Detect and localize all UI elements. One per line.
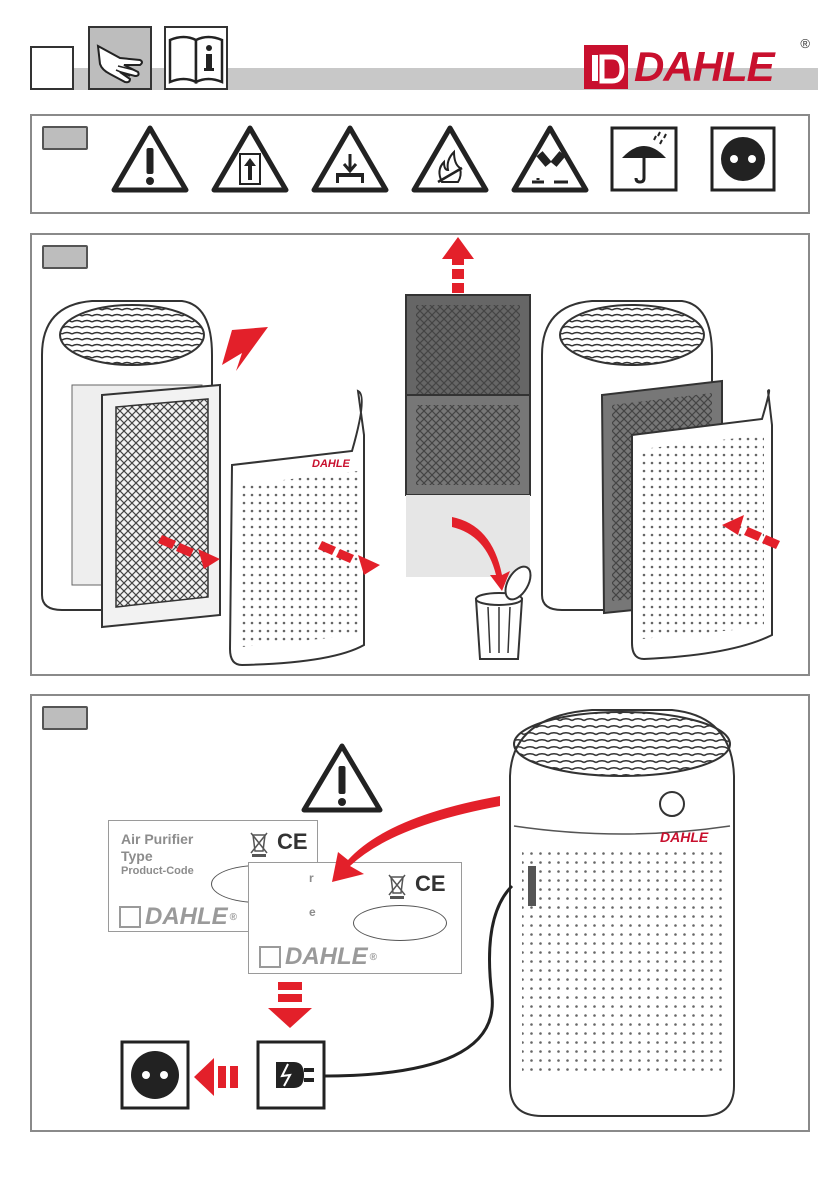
filter-replacement-illustration: DAHLE [32,235,808,674]
safety-icons-row [110,124,790,194]
plug-icon [258,1042,324,1108]
page-number-box [30,46,74,90]
registered-mark: ® [800,36,810,51]
hand-icon [90,28,150,88]
dahle-logo: DAHLE ® [584,42,804,92]
brand-name: DAHLE [634,43,774,91]
filter-stack [406,295,530,577]
power-connection-illustration: DAHLE [32,696,808,1130]
general-warning-icon [114,128,186,190]
cover-brand: DAHLE [312,458,351,470]
flammable-warning-icon [414,128,486,190]
front-cover: DAHLE [230,391,364,665]
hand-icon-box [88,26,152,90]
power-cable [322,886,512,1076]
next-step-arrow-icon [268,982,312,1028]
this-way-up-icon [214,128,286,190]
lift-filter-arrow-icon [442,237,474,293]
step-tab [42,126,88,150]
keep-dry-icon [612,128,676,190]
old-filter [102,385,220,627]
device-brand: DAHLE [660,829,709,845]
power-socket-icon [712,128,774,190]
power-socket-icon [122,1042,188,1108]
dahle-logo-mark [584,45,628,89]
label-location-arrow-icon [332,796,500,882]
manual-icon-box [164,26,228,90]
connect-socket-arrow-icon [194,1058,238,1096]
air-purifier-device: DAHLE [510,710,734,1116]
corrosive-warning-icon [514,128,586,190]
manual-info-icon [166,28,226,88]
do-not-stack-icon [314,128,386,190]
insert-arrow-icon [222,327,268,371]
